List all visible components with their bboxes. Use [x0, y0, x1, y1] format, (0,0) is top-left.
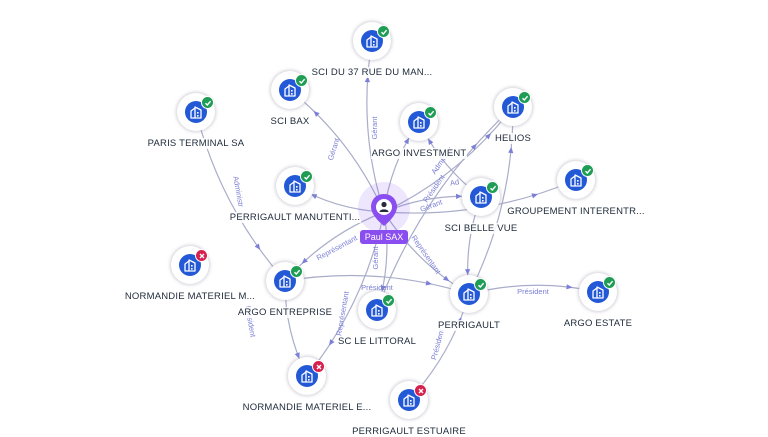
- check-icon: [295, 74, 308, 87]
- location-pin-icon: [371, 194, 397, 226]
- check-icon: [201, 96, 214, 109]
- edge-arrow: [566, 284, 573, 290]
- edge-arrow: [427, 138, 434, 145]
- edge-paristerminal-argoentreprise: [195, 111, 286, 282]
- edge-label: Administr: [231, 175, 245, 208]
- edge-arrow: [425, 280, 432, 286]
- edge-arrow: [329, 339, 335, 346]
- company-label: SC LE LITTORAL: [336, 336, 418, 347]
- company-label: SCI BAX: [269, 116, 311, 127]
- company-label: PERRIGAULT: [436, 320, 501, 331]
- company-label: ARGO ENTREPRISE: [236, 307, 334, 318]
- edge-arrow: [531, 193, 538, 199]
- company-label: SCI DU 37 RUE DU MAN...: [310, 67, 434, 78]
- edge-arrow: [442, 275, 450, 282]
- edge-sclittoral-helios: [376, 106, 514, 311]
- company-label: PARIS TERMINAL SA: [146, 138, 246, 149]
- edge-label: Gérant: [371, 246, 380, 270]
- edge-label: Gérant: [370, 116, 379, 140]
- company-label: ARGO ESTATE: [562, 318, 634, 329]
- check-icon: [603, 276, 616, 289]
- edge-arrow: [455, 193, 463, 199]
- edge-arrow: [465, 269, 471, 276]
- edge-arrow: [470, 143, 477, 151]
- company-label: NORMANDIE MATERIEL M...: [123, 291, 257, 302]
- edge-perrigault-helios: [468, 106, 514, 295]
- edge-label: Président: [517, 287, 550, 296]
- edge-arrow: [301, 257, 308, 264]
- edge-person-helios: [383, 106, 514, 213]
- company-label: PERRIGAULT MANUTENTI...: [228, 212, 362, 223]
- cross-icon: [195, 249, 208, 262]
- check-icon: [424, 106, 437, 119]
- edge-label: Ad: [449, 177, 460, 187]
- edge-arrow: [313, 110, 320, 117]
- edge-arrow: [484, 133, 491, 140]
- edge-label: Président: [361, 283, 394, 292]
- edge-person-sci37: [366, 40, 385, 213]
- edge-arrow: [310, 194, 318, 199]
- check-icon: [518, 91, 531, 104]
- person-name-tag: Paul SAX: [360, 230, 408, 244]
- edge-arrow: [254, 243, 261, 250]
- edge-argoentreprise-perrigault: [284, 274, 470, 295]
- check-icon: [486, 181, 499, 194]
- company-label: SCI BELLE VUE: [443, 223, 519, 234]
- edge-label: Représentant: [409, 234, 443, 277]
- check-icon: [382, 294, 395, 307]
- user-icon: [379, 201, 389, 212]
- edge-arrow: [294, 352, 300, 359]
- edge-arrow: [380, 285, 386, 292]
- cross-icon: [414, 384, 427, 397]
- cross-icon: [312, 360, 325, 373]
- check-icon: [377, 25, 390, 38]
- company-label: HELIOS: [493, 133, 533, 144]
- check-icon: [581, 164, 594, 177]
- check-icon: [300, 170, 313, 183]
- company-label: NORMANDIE MATERIEL E...: [241, 402, 373, 413]
- company-label: ARGO INVESTMENT: [370, 148, 468, 159]
- company-label: GROUPEMENT INTERENTR...: [506, 206, 646, 217]
- check-icon: [290, 265, 303, 278]
- edge-arrow: [364, 76, 371, 83]
- edge-arrow: [403, 137, 410, 145]
- edge-arrow: [508, 146, 514, 154]
- check-icon: [474, 278, 487, 291]
